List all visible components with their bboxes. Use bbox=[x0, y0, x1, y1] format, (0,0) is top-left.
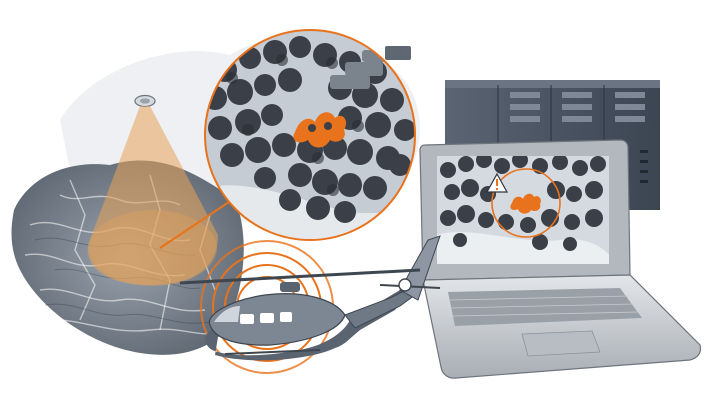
magnifier-view bbox=[204, 29, 416, 241]
screen-target-ring bbox=[491, 168, 561, 238]
scan-cone bbox=[87, 106, 218, 286]
screen-hotspot bbox=[510, 193, 541, 214]
laptop-screen bbox=[437, 156, 609, 264]
touchpad bbox=[521, 330, 601, 357]
keyboard bbox=[448, 288, 642, 326]
helicopter bbox=[179, 235, 441, 361]
laptop bbox=[419, 139, 702, 379]
zoom-connector bbox=[159, 199, 233, 249]
smoke-plume bbox=[385, 46, 411, 60]
satellite bbox=[134, 94, 156, 108]
fire-hotspot bbox=[293, 112, 347, 148]
warning-icon bbox=[485, 172, 509, 193]
